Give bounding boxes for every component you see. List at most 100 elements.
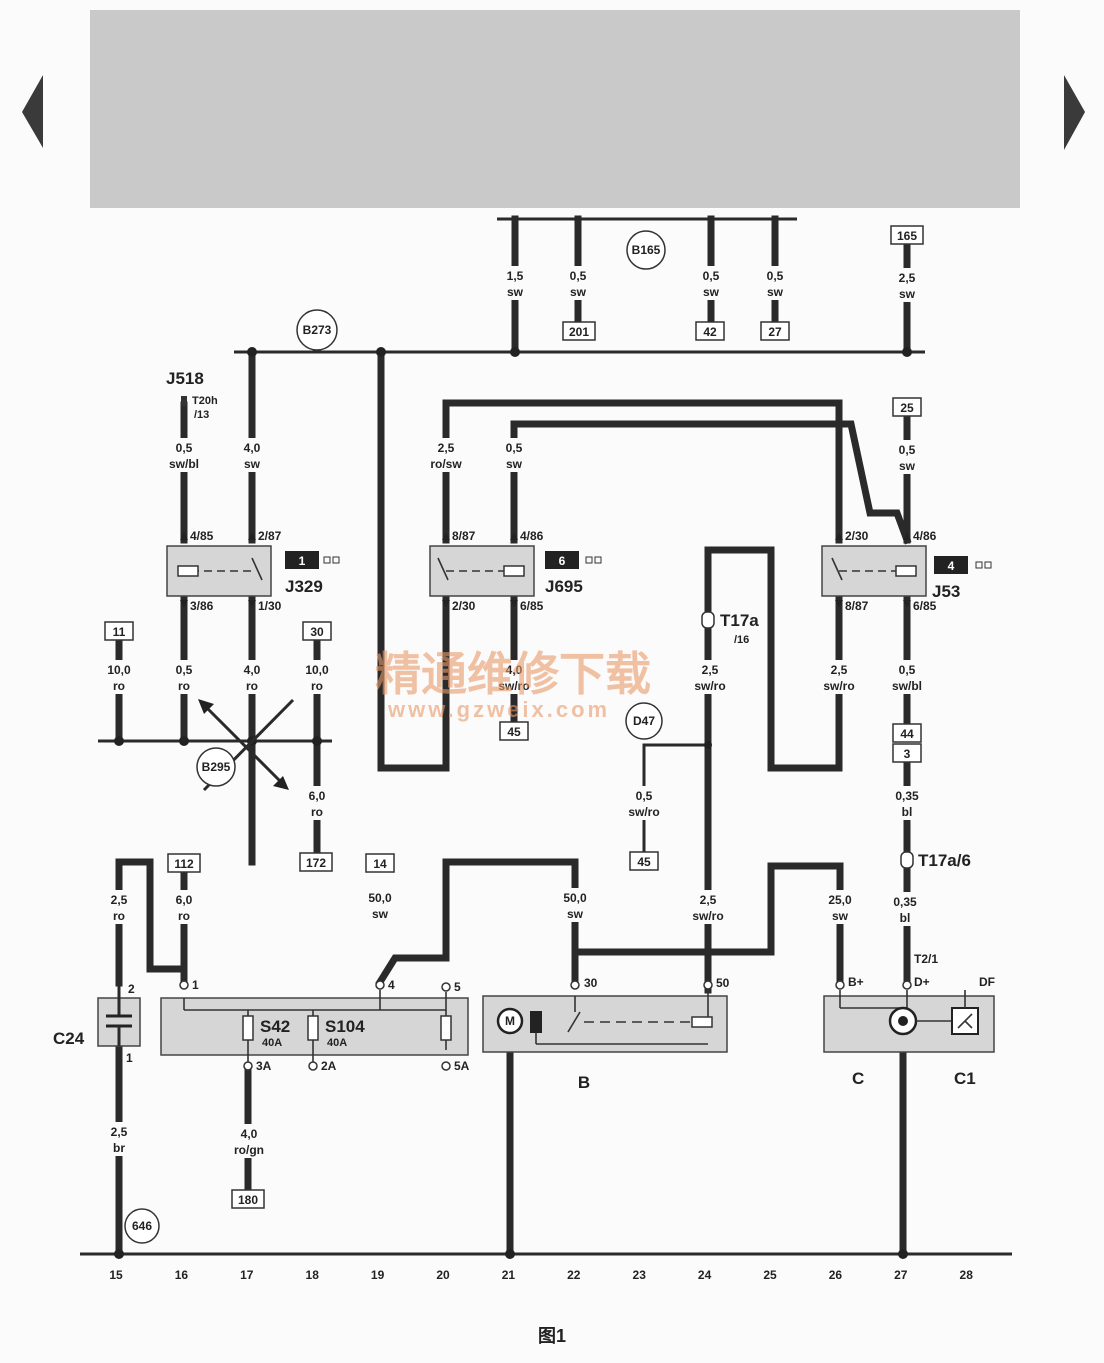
svg-text:5: 5 <box>454 980 461 994</box>
svg-text:4: 4 <box>948 559 955 573</box>
svg-text:40A: 40A <box>262 1037 282 1049</box>
svg-text:C1: C1 <box>954 1069 976 1088</box>
grid-number: 28 <box>960 1268 974 1282</box>
relay-j695[interactable]: 8/87 4/86 2/30 6/85 6 J695 <box>429 529 602 613</box>
svg-text:sw: sw <box>703 285 720 299</box>
ref-180[interactable]: 180 <box>231 1189 265 1209</box>
svg-text:0,35: 0,35 <box>895 789 919 803</box>
svg-text:2/30: 2/30 <box>845 529 869 543</box>
ref-30[interactable]: 30 <box>302 621 332 641</box>
svg-text:bl: bl <box>900 911 911 925</box>
ref-25[interactable]: 25 <box>892 397 922 417</box>
svg-text:1: 1 <box>299 554 306 568</box>
grid-number: 20 <box>436 1268 450 1282</box>
wire-labels: 1,5sw 0,5sw 0,5sw 0,5sw 2,5sw 0,5sw/bl 4… <box>107 269 922 1157</box>
ref-45-b[interactable]: 45 <box>629 851 659 871</box>
connector-t17a-6: T17a/6 <box>900 851 971 870</box>
svg-text:0,5: 0,5 <box>703 269 720 283</box>
svg-text:D47: D47 <box>633 714 655 728</box>
svg-text:C: C <box>852 1069 864 1088</box>
svg-text:25: 25 <box>900 401 914 415</box>
svg-text:2,5: 2,5 <box>700 893 717 907</box>
bus-b295-label: B295 <box>196 747 236 787</box>
ref-45-a[interactable]: 45 <box>499 721 529 741</box>
svg-text:40A: 40A <box>327 1037 347 1049</box>
ref-3[interactable]: 3 <box>892 743 922 763</box>
svg-text:S104: S104 <box>325 1017 365 1036</box>
bus-d47-label: D47 <box>625 702 663 740</box>
svg-text:sw: sw <box>767 285 784 299</box>
svg-text:0,5: 0,5 <box>767 269 784 283</box>
svg-text:C24: C24 <box>53 1029 85 1048</box>
svg-text:2,5: 2,5 <box>111 1125 128 1139</box>
relay-j329[interactable]: 4/85 2/87 3/86 1/30 1 J329 <box>166 529 340 613</box>
svg-text:4/86: 4/86 <box>913 529 937 543</box>
ref-44[interactable]: 44 <box>892 723 922 743</box>
svg-text:2,5: 2,5 <box>438 441 455 455</box>
svg-text:10,0: 10,0 <box>305 663 329 677</box>
ref-201[interactable]: 201 <box>562 321 596 341</box>
svg-text:180: 180 <box>238 1193 258 1207</box>
svg-text:6,0: 6,0 <box>309 789 326 803</box>
svg-text:M: M <box>505 1014 515 1028</box>
ref-14[interactable]: 14 <box>365 853 395 873</box>
grid-number: 24 <box>698 1268 712 1282</box>
svg-text:10,0: 10,0 <box>107 663 131 677</box>
svg-text:11: 11 <box>113 625 126 639</box>
fusebox[interactable]: S42 40A S104 40A 1 4 5 3A 2A 5A <box>160 978 470 1073</box>
ref-165[interactable]: 165 <box>890 225 924 245</box>
svg-text:44: 44 <box>900 727 914 741</box>
ref-11[interactable]: 11 <box>104 621 134 641</box>
svg-text:4,0: 4,0 <box>506 663 523 677</box>
ground-646-label: 646 <box>124 1208 160 1244</box>
svg-text:B+: B+ <box>848 975 864 989</box>
svg-text:45: 45 <box>637 855 651 869</box>
grid-number: 23 <box>633 1268 647 1282</box>
svg-text:sw: sw <box>899 459 916 473</box>
relay-j53[interactable]: 2/30 4/86 8/87 6/85 4 J53 <box>821 529 992 613</box>
continuation-panel <box>90 10 1020 208</box>
component-b-starter[interactable]: M 30 50 B <box>482 976 730 1092</box>
ref-112[interactable]: 112 <box>167 853 201 873</box>
grid-number: 15 <box>109 1268 123 1282</box>
svg-text:8/87: 8/87 <box>452 529 476 543</box>
svg-text:J518: J518 <box>166 369 204 388</box>
svg-text:sw: sw <box>832 909 849 923</box>
svg-text:/16: /16 <box>734 634 749 646</box>
ref-172[interactable]: 172 <box>299 852 333 872</box>
svg-text:ro: ro <box>311 679 323 693</box>
svg-text:112: 112 <box>174 857 194 871</box>
svg-text:4/85: 4/85 <box>190 529 214 543</box>
svg-text:4,0: 4,0 <box>241 1127 258 1141</box>
svg-text:0,5: 0,5 <box>570 269 587 283</box>
svg-text:2A: 2A <box>321 1059 337 1073</box>
component-c-alternator[interactable]: B+ T2/1 D+ DF C C1 <box>823 952 995 1088</box>
previous-page-arrow-icon[interactable] <box>22 75 43 148</box>
svg-text:B295: B295 <box>202 760 231 774</box>
ref-27[interactable]: 27 <box>760 321 790 341</box>
svg-text:br: br <box>113 1141 125 1155</box>
svg-text:0,5: 0,5 <box>899 663 916 677</box>
svg-text:sw/ro: sw/ro <box>694 679 725 693</box>
svg-text:J695: J695 <box>545 577 583 596</box>
svg-text:ro/gn: ro/gn <box>234 1143 264 1157</box>
svg-text:8/87: 8/87 <box>845 599 869 613</box>
svg-text:1: 1 <box>126 1051 133 1065</box>
svg-text:ro: ro <box>311 805 323 819</box>
svg-text:3A: 3A <box>256 1059 272 1073</box>
svg-text:201: 201 <box>569 325 589 339</box>
svg-text:50: 50 <box>716 976 730 990</box>
grid-number: 26 <box>829 1268 843 1282</box>
svg-text:6,0: 6,0 <box>176 893 193 907</box>
svg-text:2,5: 2,5 <box>702 663 719 677</box>
svg-text:25,0: 25,0 <box>828 893 852 907</box>
component-c24[interactable]: C24 2 1 <box>53 982 141 1065</box>
next-page-arrow-icon[interactable] <box>1064 75 1085 150</box>
svg-text:0,5: 0,5 <box>899 443 916 457</box>
ref-42[interactable]: 42 <box>695 321 725 341</box>
grid-number: 27 <box>894 1268 908 1282</box>
svg-text:2/30: 2/30 <box>452 599 476 613</box>
svg-text:0,5: 0,5 <box>506 441 523 455</box>
svg-text:4: 4 <box>388 978 395 992</box>
svg-text:T17a: T17a <box>720 611 759 630</box>
